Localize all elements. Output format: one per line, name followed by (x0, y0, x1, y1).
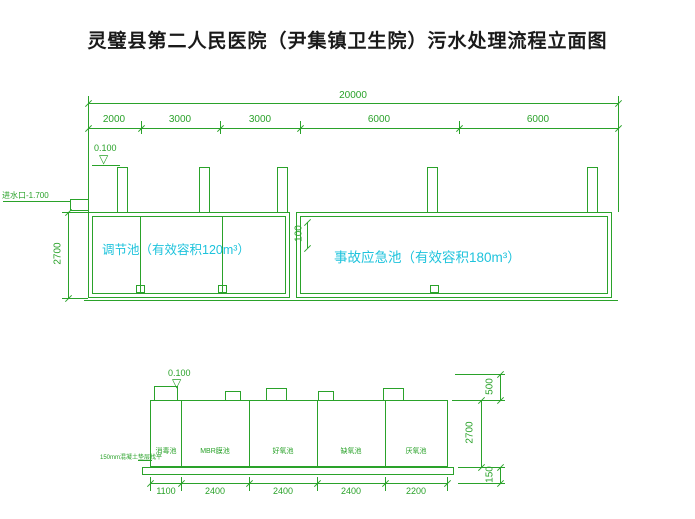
dim-line (500, 467, 501, 483)
column (277, 167, 288, 213)
base-slab (142, 467, 454, 475)
regulating-tank-inner-wall (92, 216, 286, 294)
extension-line (88, 96, 89, 212)
inlet-pipe (70, 199, 89, 211)
leader-line (138, 460, 152, 461)
dim-line (88, 103, 618, 104)
tank-divider (249, 401, 250, 466)
elevation-triangle-icon: ▽ (172, 376, 182, 390)
base-height-dim-label: 150 (484, 466, 496, 483)
inlet-label: 进水口-1.700 (2, 191, 49, 200)
compartment-label: 厌氧池 (405, 448, 427, 455)
dim-line (481, 400, 482, 467)
compartment-label: 缺氧池 (340, 448, 362, 455)
tank-foot (136, 285, 145, 293)
dim-line (307, 222, 308, 248)
inlet-leader-line (3, 201, 71, 202)
segment-dim-label: 6000 (526, 114, 550, 125)
base-note-label: 150mm混凝土垫层找平 (100, 455, 163, 461)
datum-line (92, 165, 120, 166)
column (117, 167, 128, 213)
compartment-label: MBR膜池 (200, 448, 230, 455)
dim-line (88, 128, 618, 129)
segment-dim-label: 2200 (405, 486, 427, 496)
segment-dim-label: 3000 (248, 114, 272, 125)
extension-line (618, 96, 619, 212)
regulating-tank-label: 调节池（有效容积120m³） (102, 243, 250, 257)
extension-line (455, 374, 505, 375)
tank-divider (385, 401, 386, 466)
segment-dim-label: 2400 (204, 486, 226, 496)
column (427, 167, 438, 213)
dim-line (68, 212, 69, 298)
tank-divider (140, 217, 141, 293)
tank-divider (222, 217, 223, 293)
freeboard-dim-label: 100 (293, 225, 305, 242)
segment-dim-label: 2400 (272, 486, 294, 496)
segment-dim-label: 6000 (367, 114, 391, 125)
dim-line (150, 483, 448, 484)
extension-line (458, 483, 505, 484)
tank-divider (181, 401, 182, 466)
elevation-label: 0.100 (168, 368, 191, 378)
tank-foot (430, 285, 439, 293)
extension-line (62, 212, 88, 213)
segment-dim-label: 2000 (102, 114, 126, 125)
emergency-tank-outline (296, 212, 612, 298)
ground-line (84, 300, 618, 301)
extension-line (62, 298, 88, 299)
emergency-tank-inner-wall (300, 216, 608, 294)
riser-height-dim-label: 500 (484, 378, 496, 395)
segment-dim-label: 2400 (340, 486, 362, 496)
emergency-tank-label: 事故应急池（有效容积180m³） (334, 250, 521, 265)
segment-dim-label: 3000 (168, 114, 192, 125)
elevation-triangle-icon: ▽ (99, 152, 109, 166)
column (199, 167, 210, 213)
compartment-label: 消毒池 (155, 448, 177, 455)
column (587, 167, 598, 213)
treatment-tank-outline (150, 400, 448, 467)
total-dim-label: 20000 (339, 90, 367, 101)
tank-height-dim-label: 2700 (464, 421, 476, 444)
height-dim-label: 2700 (52, 242, 64, 265)
compartment-label: 好氧池 (272, 448, 294, 455)
dim-line (500, 374, 501, 400)
tank-divider (317, 401, 318, 466)
regulating-tank-outline (88, 212, 290, 298)
segment-dim-label: 1100 (156, 486, 176, 496)
tank-foot (218, 285, 227, 293)
tank-riser (154, 386, 178, 401)
extension-line (452, 400, 505, 401)
drawing-title: 灵璧县第二人民医院（尹集镇卫生院）污水处理流程立面图 (87, 31, 608, 52)
elevation-label: 0.100 (94, 143, 117, 153)
